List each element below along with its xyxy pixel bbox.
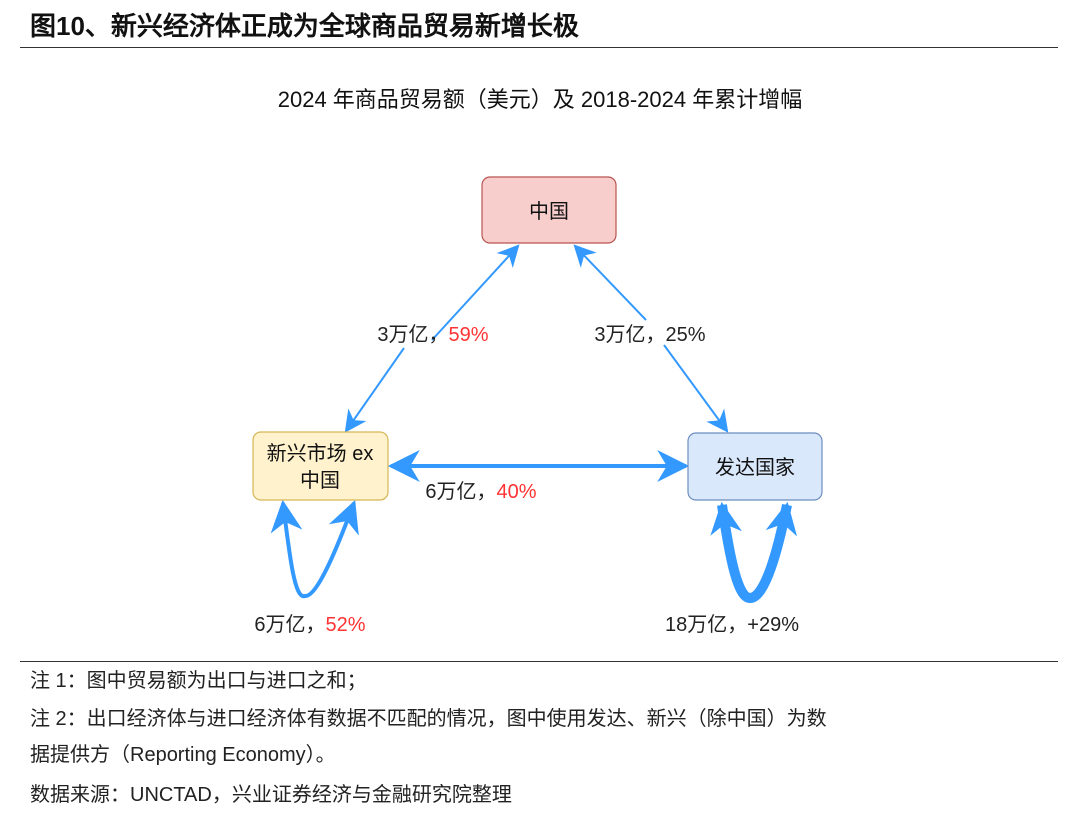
label-china-emerging: 3万亿，59% bbox=[377, 323, 488, 346]
node-china: 中国 bbox=[481, 176, 617, 244]
edge-developed-self-loop bbox=[710, 501, 798, 604]
label-emerging-self: 6万亿，52% bbox=[254, 613, 365, 636]
edge-emerging-self-loop bbox=[270, 499, 359, 599]
node-china-label: 中国 bbox=[529, 200, 569, 223]
node-emerging-label-2: 中国 bbox=[300, 469, 340, 492]
figure-title: 图10、新兴经济体正成为全球商品贸易新增长极 bbox=[30, 11, 579, 41]
node-emerging: 新兴市场 ex 中国 bbox=[252, 431, 389, 501]
data-source: 数据来源：UNCTAD，兴业证券经济与金融研究院整理 bbox=[30, 784, 512, 806]
notes-divider bbox=[20, 661, 1058, 662]
label-china-developed: 3万亿，25% bbox=[594, 323, 705, 346]
label-emerging-developed: 6万亿，40% bbox=[425, 480, 536, 503]
note-1: 注 1：图中贸易额为出口与进口之和； bbox=[30, 670, 367, 692]
node-developed-label: 发达国家 bbox=[715, 456, 795, 479]
title-divider bbox=[20, 47, 1058, 48]
node-developed: 发达国家 bbox=[687, 432, 823, 501]
chart-subtitle: 2024 年商品贸易额（美元）及 2018-2024 年累计增幅 bbox=[277, 87, 803, 112]
node-emerging-label-1: 新兴市场 ex bbox=[267, 442, 374, 465]
edge-china-emerging bbox=[344, 244, 520, 433]
edge-china-developed bbox=[573, 244, 729, 433]
label-developed-self: 18万亿，+29% bbox=[665, 613, 799, 636]
note-2: 注 2：出口经济体与进口经济体有数据不匹配的情况，图中使用发达、新兴（除中国）为… bbox=[30, 708, 827, 730]
note-2-cont: 据提供方（Reporting Economy）。 bbox=[30, 744, 336, 766]
